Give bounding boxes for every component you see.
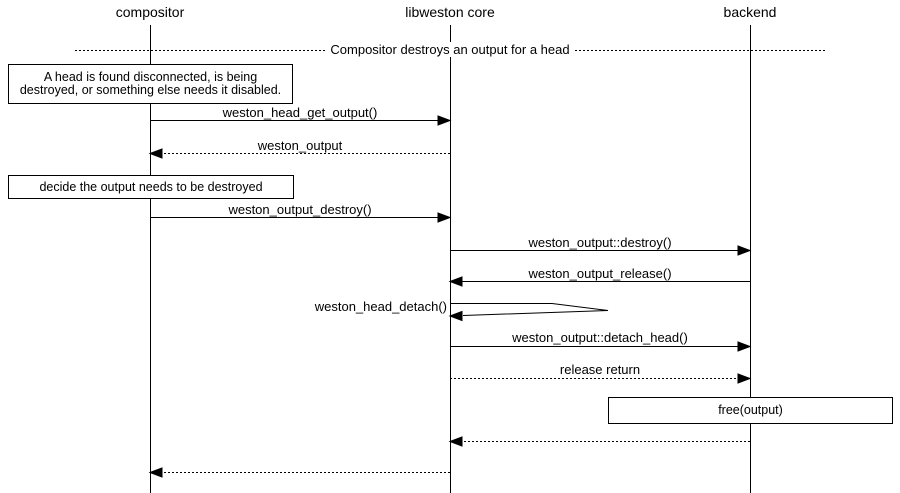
arrow-weston-head-detach-self	[448, 303, 609, 322]
arrow-backend-return	[448, 436, 750, 447]
actor-backend-label: backend	[723, 4, 777, 20]
divider-title: Compositor destroys an output for a head	[0, 42, 900, 57]
note-decide-destroy-text: decide the output needs to be destroyed	[39, 179, 263, 194]
message-label-weston-output-destroy-vfunc: weston_output::destroy()	[528, 235, 672, 250]
message-label-weston-output-destroy: weston_output_destroy()	[228, 202, 372, 217]
note-decide-destroy: decide the output needs to be destroyed	[8, 175, 294, 199]
message-label-weston-output-release: weston_output_release()	[528, 266, 672, 281]
message-label-weston-head-get-output: weston_head_get_output()	[222, 105, 378, 120]
arrow-release-return	[450, 373, 752, 384]
arrow-weston-head-get-output	[150, 115, 452, 126]
actor-compositor-label: compositor	[115, 4, 185, 20]
message-label-weston-output: weston_output	[257, 138, 343, 153]
message-label-weston-output-detach-head: weston_output::detach_head()	[512, 330, 688, 345]
arrow-weston-output-destroy	[150, 212, 452, 223]
arrow-weston-output-detach-head	[450, 341, 752, 352]
note-head-disconnected-text: A head is found disconnected, is being d…	[19, 70, 282, 97]
divider-title-text: Compositor destroys an output for a head	[327, 42, 573, 57]
note-free-output: free(output)	[608, 397, 893, 424]
arrow-weston-output-release	[448, 276, 750, 287]
arrow-compositor-return	[148, 467, 450, 478]
note-free-output-text: free(output)	[718, 403, 783, 417]
arrow-weston-output-return	[148, 148, 450, 159]
actor-libweston-core-label: libweston core	[405, 4, 495, 20]
message-label-weston-head-detach: weston_head_detach()	[314, 299, 447, 314]
arrow-weston-output-destroy-vfunc	[450, 245, 752, 256]
note-head-disconnected: A head is found disconnected, is being d…	[8, 64, 293, 104]
message-label-release-return: release return	[559, 362, 641, 377]
